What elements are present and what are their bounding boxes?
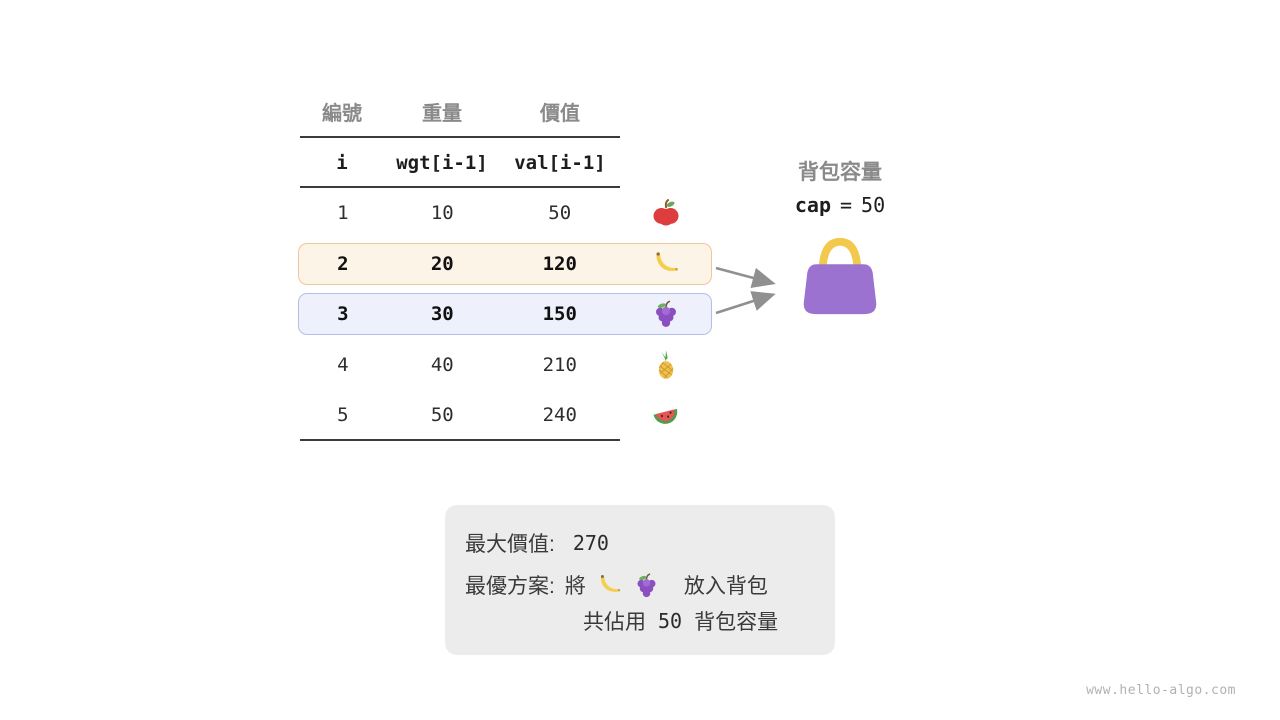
cell-index: 2 (337, 252, 349, 275)
usage-suffix: 背包容量 (694, 611, 779, 634)
cell-value: 240 (542, 404, 577, 426)
max-value-line: 最大價值: 270 (465, 527, 609, 559)
table-header-row: 編號 重量 價值 (298, 96, 622, 126)
table-row: 3 30 150 (298, 293, 712, 335)
subheader-i: i (336, 152, 348, 174)
cell-icon (621, 395, 711, 435)
plan-icons (596, 572, 660, 599)
pineapple-icon (651, 349, 681, 380)
table-rule-bottom (300, 439, 620, 441)
cell-index: 4 (337, 353, 349, 376)
banana-icon (596, 572, 623, 599)
table-row: 1 10 50 (298, 192, 712, 234)
knapsack-capacity-line: cap = 50 (760, 191, 920, 219)
cap-value: 50 (861, 193, 886, 217)
header-value: 價值 (540, 102, 580, 125)
cell-value: 150 (542, 303, 577, 325)
header-id: 編號 (322, 102, 362, 125)
plan-label: 最優方案: (465, 575, 555, 598)
cell-weight: 50 (430, 404, 454, 426)
handbag-slot (796, 231, 884, 326)
cell-icon (621, 294, 711, 334)
cell-index: 3 (337, 303, 349, 325)
plan-prefix: 將 (564, 575, 586, 598)
cell-value: 50 (548, 202, 572, 224)
cell-index: 5 (337, 404, 349, 426)
header-weight: 重量 (422, 102, 462, 125)
cell-weight: 40 (430, 353, 454, 376)
watermelon-icon (651, 400, 681, 430)
apple-icon (651, 198, 681, 228)
subheader-wgt: wgt[i-1] (396, 152, 488, 174)
table-row: 5 50 240 (298, 394, 712, 436)
watermark: www.hello-algo.com (1086, 683, 1236, 698)
cell-index: 1 (337, 202, 349, 224)
table-subheader-row: i wgt[i-1] val[i-1] (298, 148, 622, 178)
max-value: 270 (572, 531, 609, 555)
handbag-icon (796, 231, 884, 321)
arrow-banana-to-bag (715, 266, 776, 289)
arrows-to-bag (715, 266, 776, 315)
arrow-grapes-to-bag (715, 291, 776, 315)
table-row: 4 40 210 (298, 344, 712, 386)
max-value-label: 最大價值: (465, 533, 555, 556)
grapes-icon (651, 299, 681, 329)
cell-icon (621, 193, 711, 233)
knapsack-capacity-title: 背包容量 (798, 161, 882, 184)
cell-weight: 30 (430, 303, 454, 325)
cell-value: 120 (542, 252, 577, 275)
usage-line: 共佔用 50 背包容量 (583, 605, 778, 637)
cap-keyword: cap (794, 193, 831, 217)
cell-weight: 10 (430, 202, 454, 224)
banana-icon (651, 249, 681, 279)
usage-value: 50 (658, 609, 683, 633)
table-rule-top (300, 136, 620, 138)
subheader-val: val[i-1] (514, 152, 606, 174)
cell-value: 210 (542, 353, 577, 376)
cap-equals: = (839, 193, 853, 217)
best-plan-line: 最優方案: 將 放入背包 (465, 569, 768, 601)
cell-icon (621, 345, 711, 385)
table-row: 2 20 120 (298, 242, 712, 285)
cell-weight: 20 (430, 252, 454, 275)
plan-suffix: 放入背包 (683, 575, 768, 598)
grapes-icon (633, 572, 660, 599)
cell-icon (621, 244, 711, 284)
usage-prefix: 共佔用 (583, 611, 646, 634)
result-panel: 最大價值: 270 最優方案: 將 放入背包 共佔用 50 背包容量 (445, 505, 835, 655)
table-rule-mid (300, 186, 620, 188)
